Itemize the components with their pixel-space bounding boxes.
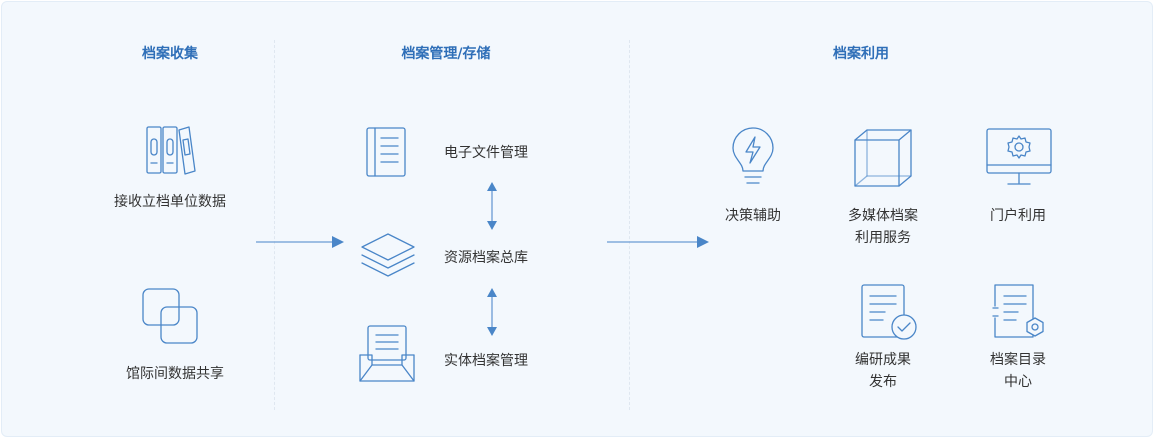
- document-check-icon: [861, 284, 919, 342]
- inbox-tray-icon: [358, 325, 416, 385]
- binders-icon: [145, 125, 197, 177]
- column-divider-1: [274, 40, 275, 410]
- compilation-label-line1: 编研成果: [855, 352, 911, 368]
- multimedia-archive-service-label: 多媒体档案 利用服务: [828, 205, 938, 249]
- collect-column-title: 档案收集: [142, 46, 198, 62]
- resource-archive-library-label: 资源档案总库: [444, 250, 528, 266]
- flow-arrow-collect-to-manage: [256, 235, 346, 249]
- layers-icon: [360, 232, 416, 282]
- document-icon: [366, 127, 408, 179]
- portal-usage-label: 门户利用: [990, 208, 1046, 224]
- compilation-results-label: 编研成果 发布: [833, 349, 933, 393]
- cube-icon: [853, 128, 913, 190]
- flow-arrow-manage-to-use: [607, 235, 711, 249]
- decision-support-label: 决策辅助: [725, 208, 781, 224]
- column-divider-2: [629, 40, 630, 410]
- bidirectional-arrow-top: [485, 181, 499, 231]
- multimedia-label-line2: 利用服务: [855, 230, 911, 246]
- manage-column-title: 档案管理/存储: [401, 46, 491, 62]
- inter-archive-sharing-label: 馆际间数据共享: [126, 366, 224, 382]
- catalog-hexagon-icon: [992, 284, 1050, 342]
- monitor-gear-icon: [986, 128, 1052, 188]
- physical-archive-management-label: 实体档案管理: [444, 353, 528, 369]
- archive-catalog-center-label: 档案目录 中心: [968, 349, 1068, 393]
- multimedia-label-line1: 多媒体档案: [848, 208, 918, 224]
- linked-squares-icon: [141, 287, 199, 345]
- electronic-file-management-label: 电子文件管理: [444, 145, 528, 161]
- catalog-label-line1: 档案目录: [990, 352, 1046, 368]
- compilation-label-line2: 发布: [869, 374, 897, 390]
- lightbulb-bolt-icon: [729, 127, 777, 189]
- use-column-title: 档案利用: [833, 46, 889, 62]
- receive-unit-data-label: 接收立档单位数据: [114, 194, 226, 210]
- catalog-label-line2: 中心: [1004, 374, 1032, 390]
- bidirectional-arrow-bottom: [485, 287, 499, 337]
